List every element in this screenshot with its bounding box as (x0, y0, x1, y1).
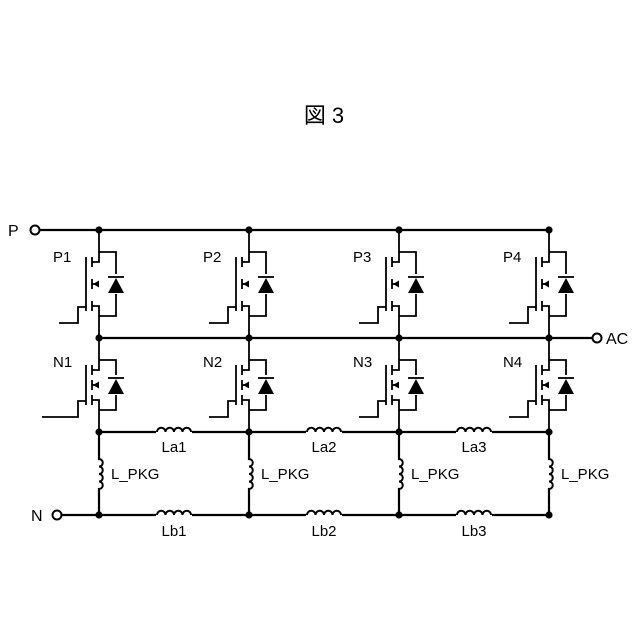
low-side-label: N2 (203, 354, 222, 371)
package-inductor-label: L_PKG (411, 466, 459, 483)
terminal-n-label: N (31, 508, 43, 525)
package-inductor (399, 432, 403, 515)
inductor-lb: Lb1 (156, 507, 192, 540)
junction-dot (245, 226, 252, 233)
high-side-label: P3 (353, 249, 371, 266)
low-side-label: N3 (353, 354, 372, 371)
junction-dot (245, 511, 252, 518)
inductor-la: La3 (456, 424, 492, 456)
low-side-switch (509, 338, 574, 432)
high-side-switch (59, 230, 124, 338)
junction-dot (395, 226, 402, 233)
switch-legs: P1N1L_PKGP2N2L_PKGP3N3L_PKGP4N4L_PKG (42, 226, 609, 518)
junction-dot (545, 334, 552, 341)
package-inductor-label: L_PKG (561, 466, 609, 483)
package-inductor (549, 432, 553, 515)
high-side-switch (509, 230, 574, 338)
low-side-switch (359, 338, 424, 432)
terminal-ac: AC (593, 331, 629, 348)
leg-1: P1N1L_PKG (42, 226, 159, 518)
terminal-p-label: P (8, 223, 19, 240)
high-side-switch (359, 230, 424, 338)
junction-dot (545, 428, 552, 435)
junction-dot (95, 428, 102, 435)
high-side-label: P4 (503, 249, 521, 266)
inductor-la-label: La3 (461, 439, 486, 456)
package-inductor-label: L_PKG (261, 466, 309, 483)
junction-dot (95, 226, 102, 233)
package-inductor (249, 432, 253, 515)
leg-2: P2N2L_PKG (203, 226, 309, 518)
package-inductor-label: L_PKG (111, 466, 159, 483)
junction-dot (395, 334, 402, 341)
inductor-la: La2 (306, 424, 342, 456)
inductor-la: La1 (156, 424, 192, 456)
package-inductor (99, 432, 103, 515)
terminal-p-node (31, 226, 40, 235)
terminal-ac-label: AC (606, 331, 628, 348)
junction-dot (395, 511, 402, 518)
low-side-label: N4 (503, 354, 522, 371)
figure-title: 図 3 (304, 103, 344, 128)
high-side-switch (209, 230, 274, 338)
low-side-switch (42, 338, 124, 432)
junction-dot (545, 511, 552, 518)
junction-dot (395, 428, 402, 435)
terminal-n-node (53, 511, 62, 520)
junction-dot (245, 334, 252, 341)
terminal-p: P (8, 223, 40, 240)
junction-dot (95, 511, 102, 518)
leg-4: P4N4L_PKG (503, 226, 609, 518)
inductor-lb-label: Lb3 (461, 523, 486, 540)
junction-dot (95, 334, 102, 341)
terminal-n: N (31, 508, 62, 525)
inductor-lb: Lb2 (306, 507, 342, 540)
high-side-label: P2 (203, 249, 221, 266)
junction-dot (245, 428, 252, 435)
junction-dot (545, 226, 552, 233)
inductor-la-label: La1 (161, 439, 186, 456)
inductor-lb: Lb3 (456, 507, 492, 540)
low-side-switch (209, 338, 274, 432)
inductor-lb-label: Lb1 (161, 523, 186, 540)
terminal-ac-node (593, 334, 602, 343)
low-side-label: N1 (53, 354, 72, 371)
high-side-label: P1 (53, 249, 71, 266)
leg-3: P3N3L_PKG (353, 226, 459, 518)
inductor-la-label: La2 (311, 439, 336, 456)
inductor-lb-label: Lb2 (311, 523, 336, 540)
